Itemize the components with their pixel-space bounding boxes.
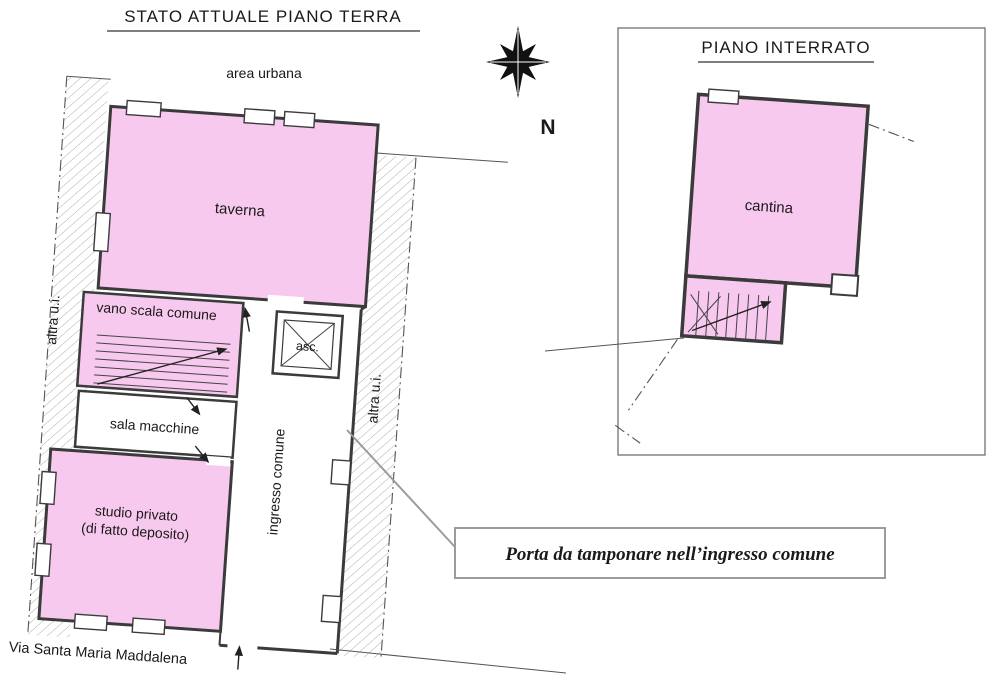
room-label-taverna: taverna <box>214 200 266 220</box>
room-label-cantina: cantina <box>744 197 794 217</box>
street-entrance-arrow <box>234 645 243 670</box>
stair-cross-line <box>687 296 721 333</box>
ground-floor-title: STATO ATTUALE PIANO TERRA <box>124 7 402 26</box>
annotation-text: Porta da tamponare nell’ingresso comune <box>504 544 835 565</box>
room-label-studio-1: studio privato <box>94 502 178 524</box>
adjacent-unit-left-label: altra u.i. <box>43 294 62 345</box>
room-cantina <box>684 92 871 290</box>
wall-pilaster <box>283 110 316 129</box>
parcel-boundary-top-extension <box>372 152 508 163</box>
wall-pilaster <box>73 613 108 632</box>
wall-pilaster <box>92 211 112 253</box>
stair-tread <box>93 382 228 393</box>
ground-floor-plan: taverna vano scala comune asc. sala macc… <box>8 75 508 670</box>
stair-tread <box>96 334 231 345</box>
parcel-boundary <box>627 339 678 411</box>
parcel-boundary <box>614 424 641 444</box>
basement-frame <box>617 27 986 456</box>
wall-pilaster <box>125 99 162 118</box>
access-arrow <box>186 396 201 416</box>
door-opening-studio <box>206 455 231 467</box>
annotation-leader-line <box>346 429 456 548</box>
north-label: N <box>540 116 555 139</box>
stair-tread <box>95 358 229 369</box>
hatched-strip-right <box>337 154 416 659</box>
parcel-boundary-left-top <box>66 75 111 80</box>
stair-tread <box>715 292 720 339</box>
stair-tread <box>745 294 750 341</box>
wall-pilaster <box>320 594 342 624</box>
annotation-box <box>454 527 886 579</box>
room-label-machine: sala macchine <box>109 415 200 437</box>
wall-pilaster <box>131 617 166 636</box>
stair-tread <box>95 350 230 361</box>
elevator-cross-line <box>280 323 335 367</box>
access-arrow <box>194 445 210 464</box>
basement-alignment-line <box>544 337 685 352</box>
entrance-door-opening <box>227 641 258 652</box>
stair-tread <box>755 295 760 341</box>
stair-tread <box>96 342 230 353</box>
stair-tread <box>725 292 730 339</box>
stair-tread <box>94 366 229 377</box>
stair-tread <box>94 374 228 385</box>
adjacent-unit-right-label: altra u.i. <box>364 373 383 424</box>
wall-pilaster <box>39 470 57 506</box>
street-label: Via Santa Maria Maddalena <box>8 640 188 668</box>
room-label-entrance-hall: ingresso comune <box>264 428 287 536</box>
wall-pilaster <box>707 88 740 105</box>
basement-plan: cantina <box>614 88 915 444</box>
wall-pilaster <box>34 542 52 577</box>
room-studio <box>37 447 234 633</box>
stair-direction-arrow <box>691 301 772 332</box>
door-opening-taverna <box>267 294 304 307</box>
wall-pilaster <box>243 107 276 126</box>
compass-rose-icon <box>486 26 550 98</box>
corridor-wall-step <box>360 305 367 311</box>
wall-pilaster <box>330 458 352 486</box>
stair-tread <box>735 293 740 340</box>
parcel-boundary-left <box>27 76 68 635</box>
room-stairwell <box>75 290 245 399</box>
corridor-left-wall <box>218 631 222 646</box>
street-boundary-line <box>329 648 567 674</box>
area-urbana-label: area urbana <box>226 65 302 81</box>
parcel-boundary <box>868 123 915 143</box>
room-label-studio-2: (di fatto deposito) <box>81 519 190 543</box>
wall-notch <box>829 273 860 297</box>
basement-stair-hall <box>679 274 788 345</box>
basement-title: PIANO INTERRATO <box>701 38 870 57</box>
room-label-elevator: asc. <box>296 339 320 355</box>
stair-direction-arrow <box>97 347 228 385</box>
access-arrow <box>242 306 251 332</box>
stair-tread <box>705 291 710 338</box>
